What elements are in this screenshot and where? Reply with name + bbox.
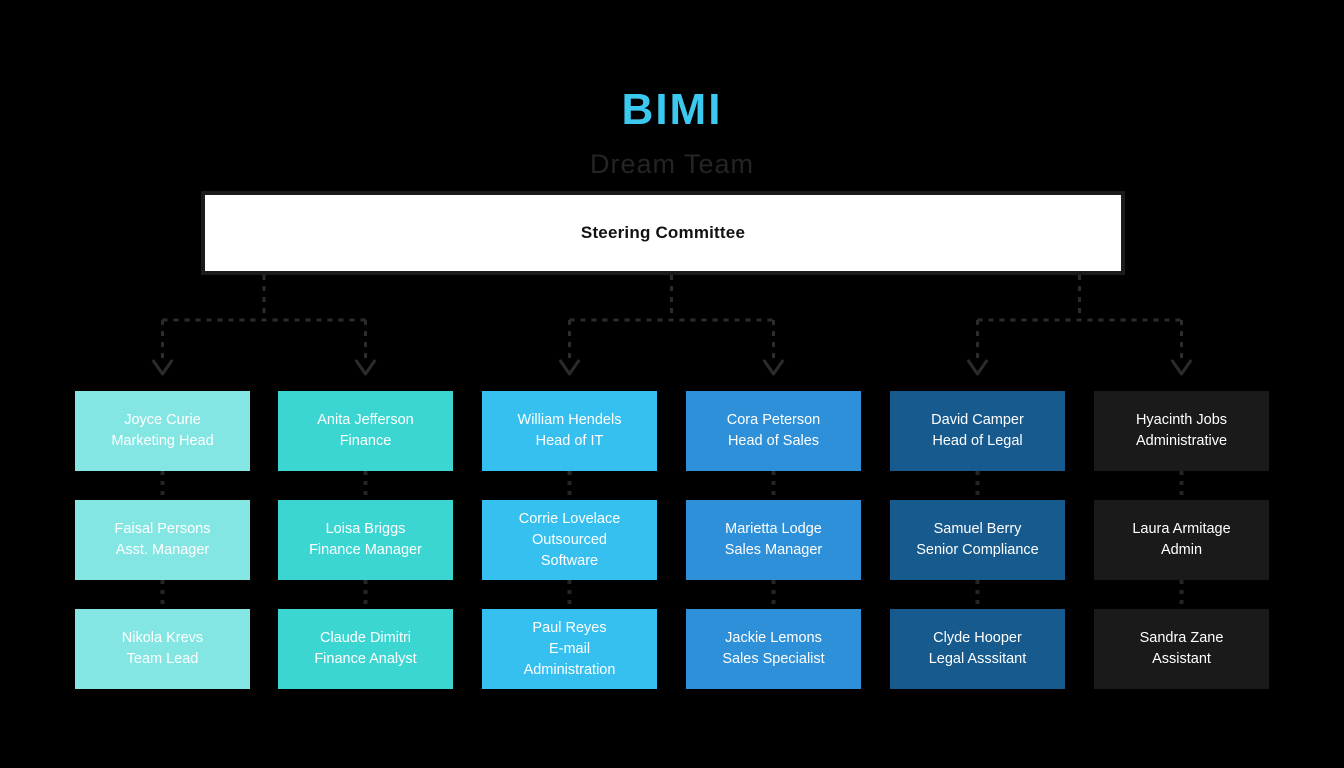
card-person-role: Assistant: [1152, 651, 1211, 667]
card-person-name: David Camper: [931, 412, 1024, 428]
card-person-name: Claude Dimitri: [319, 630, 412, 646]
card-person-role: Admin: [1160, 542, 1203, 558]
card-person-name: Anita Jefferson: [317, 412, 414, 428]
card-person-role: Outsourced: [532, 531, 607, 548]
card-person-name: William Hendels: [517, 412, 622, 428]
page-subtitle: Dream Team: [589, 149, 755, 179]
card-person-name: Nikola Krevs: [121, 630, 204, 646]
card-person-role: Team Lead: [126, 651, 199, 667]
card-person-name: Paul Reyes: [532, 619, 607, 636]
card-person-role: Senior Compliance: [916, 542, 1039, 558]
card-person-role: Administrative: [1135, 433, 1228, 449]
card-person-role: Finance: [339, 433, 392, 449]
card-person-role: E-mail: [548, 640, 591, 657]
card-person-name: Laura Armitage: [1132, 521, 1231, 537]
steering-committee-label: Steering Committee: [580, 223, 746, 242]
card-person-role: Legal Asssitant: [928, 651, 1027, 667]
card-person-role: Asst. Manager: [115, 542, 210, 558]
card-person-role: Sales Manager: [724, 542, 823, 558]
card-person-name: Sandra Zane: [1139, 630, 1224, 646]
card-person-role: Finance Analyst: [314, 651, 417, 667]
card-person-name: Corrie Lovelace: [518, 510, 621, 527]
card-person-role: Head of Legal: [932, 433, 1023, 449]
card-person-name: Samuel Berry: [933, 521, 1022, 537]
page-title: BIMI: [621, 85, 723, 134]
card-person-role: Head of Sales: [727, 433, 820, 449]
card-person-name: Faisal Persons: [114, 521, 211, 537]
card-person-role-cont: Administration: [523, 661, 616, 678]
card-person-name: Cora Peterson: [726, 412, 821, 428]
card-person-name: Loisa Briggs: [325, 521, 406, 537]
card-person-role: Marketing Head: [111, 433, 214, 449]
steering-committee-node[interactable]: Steering Committee: [201, 191, 1125, 275]
card-person-name: Marietta Lodge: [725, 521, 822, 537]
card-person-role: Sales Specialist: [722, 651, 825, 667]
card-person-name: Clyde Hooper: [933, 630, 1022, 646]
card-person-name: Hyacinth Jobs: [1135, 412, 1228, 428]
card-person-role: Finance Manager: [309, 542, 422, 558]
card-person-role: Head of IT: [535, 433, 604, 449]
card-person-role-cont: Software: [540, 552, 599, 569]
card-person-name: Jackie Lemons: [725, 630, 822, 646]
card-person-name: Joyce Curie: [124, 412, 201, 428]
